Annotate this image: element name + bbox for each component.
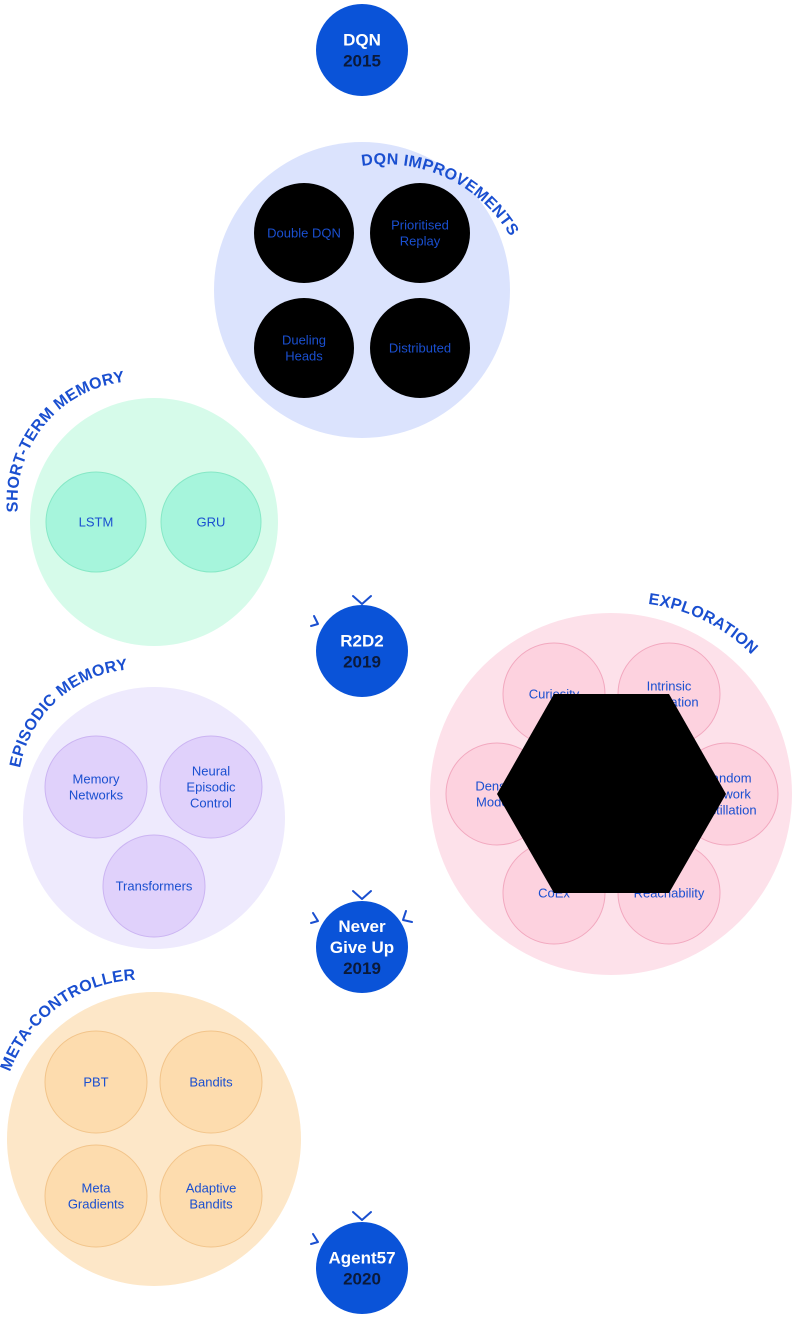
group-exploration: EXPLORATION Curiosity IntrinsicMotivatio… <box>430 591 792 975</box>
item-label-line: Adaptive <box>186 1181 237 1196</box>
milestone-year: 2015 <box>343 52 381 71</box>
milestone-year: 2019 <box>343 653 381 672</box>
item-label-line: Neural <box>192 764 230 779</box>
short-term-memory-background <box>30 398 278 646</box>
meta-controller-background <box>7 992 301 1286</box>
meta-item-pbt: PBT <box>44 1030 148 1134</box>
item-label: Distributed <box>389 341 451 356</box>
connector-agent57-left <box>310 1233 319 1245</box>
stm-item-gru: GRU <box>160 471 262 573</box>
item-label-line: Distributed <box>389 341 451 356</box>
milestone-agent57: Agent57 2020 <box>316 1222 408 1314</box>
milestone-name-line: DQN <box>343 31 381 50</box>
connector-ngu-right <box>402 910 413 923</box>
item-label-line: Double DQN <box>267 226 341 241</box>
milestone-year: 2019 <box>343 959 381 978</box>
item-label-line: Gradients <box>68 1197 125 1212</box>
item-label: Double DQN <box>267 226 341 241</box>
item-label-line: GRU <box>197 515 226 530</box>
item-label-line: Transformers <box>116 879 193 894</box>
connector-agent57-top <box>352 1211 372 1221</box>
item-label: LSTM <box>79 515 114 530</box>
meta-item-bandits: Bandits <box>159 1030 263 1134</box>
item-label: Transformers <box>116 879 193 894</box>
item-label-line: Bandits <box>189 1197 233 1212</box>
connector-ngu-left <box>310 912 319 924</box>
item-label-line: Meta <box>82 1181 112 1196</box>
item-label-line: Intrinsic <box>647 679 692 694</box>
item-label-line: LSTM <box>79 515 114 530</box>
item-label: PBT <box>83 1075 108 1090</box>
item-label-line: PBT <box>83 1075 108 1090</box>
milestone-r2d2: R2D2 2019 <box>316 605 408 697</box>
dqn-item-double-dqn: Double DQN <box>254 183 354 283</box>
dqn-item-distributed: Distributed <box>370 298 470 398</box>
item-label: GRU <box>197 515 226 530</box>
milestone-name-line: R2D2 <box>340 632 383 651</box>
milestone-name: DQN 2015 <box>343 31 381 71</box>
item-label-line: Memory <box>73 772 120 787</box>
item-label-line: Heads <box>285 349 323 364</box>
connector-ngu-top <box>352 890 372 900</box>
hexagon-overlay <box>497 694 726 893</box>
epi-item-transformers: Transformers <box>102 834 206 938</box>
connector-r2d2-top <box>352 595 372 605</box>
milestone-name: R2D2 2019 <box>340 632 383 672</box>
milestone-name-line: Agent57 <box>328 1249 395 1268</box>
milestone-dqn: DQN 2015 <box>316 4 408 96</box>
item-label-line: Bandits <box>189 1075 233 1090</box>
item-label-line: Prioritised <box>391 218 449 233</box>
milestone-name-line: Never <box>338 917 386 936</box>
milestone-year: 2020 <box>343 1270 381 1289</box>
milestone-name: Agent57 2020 <box>328 1249 395 1289</box>
connectors <box>310 595 413 1245</box>
stm-item-lstm: LSTM <box>45 471 147 573</box>
item-label-line: Networks <box>69 788 124 803</box>
item-label-line: Control <box>190 796 232 811</box>
item-label-line: Dueling <box>282 333 326 348</box>
connector-r2d2-left <box>310 615 319 627</box>
group-meta-controller: META-CONTROLLER PBT Bandits MetaGradient… <box>0 967 301 1286</box>
item-label-line: Replay <box>400 234 441 249</box>
group-short-term-memory: SHORT-TERM MEMORY LSTM GRU <box>4 369 278 646</box>
item-label-line: Episodic <box>186 780 236 795</box>
milestone-name-line: Give Up <box>330 938 394 957</box>
item-label: Bandits <box>189 1075 233 1090</box>
